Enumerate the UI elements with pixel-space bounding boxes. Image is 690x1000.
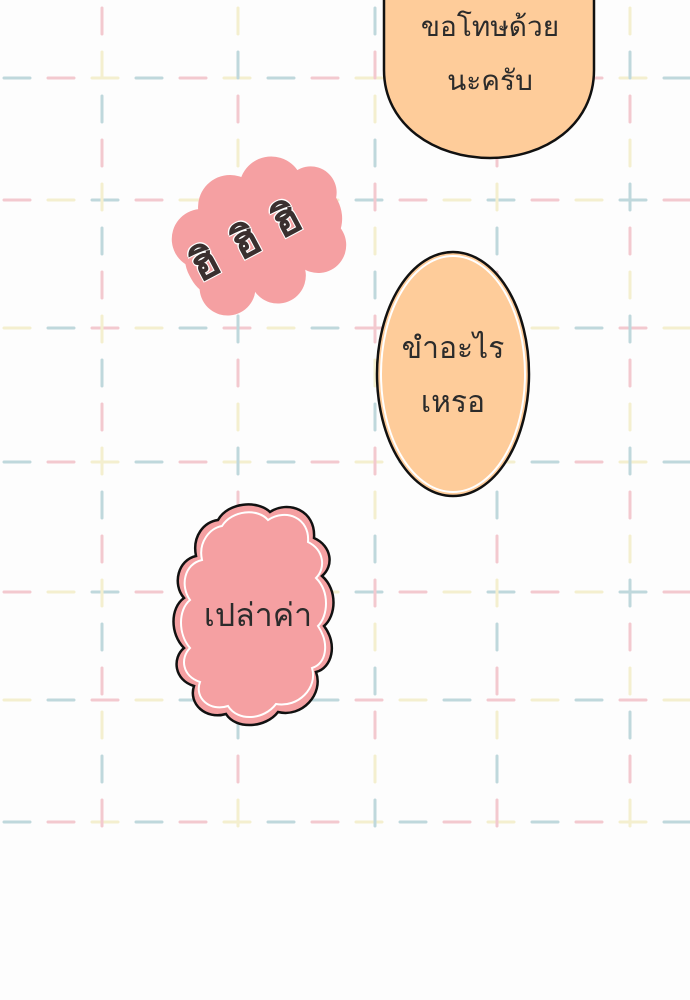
speech-bubble-apology-shape bbox=[382, 0, 596, 160]
speech-bubble-apology bbox=[382, 0, 596, 160]
apology-line-1: ขอโทษด้วย bbox=[420, 10, 560, 43]
speech-bubble-question bbox=[375, 250, 531, 498]
speech-bubble-reply bbox=[172, 503, 335, 727]
laugh-bubble bbox=[171, 156, 347, 316]
question-line-2: เหรอ bbox=[420, 385, 486, 420]
question-line-1: ขำอะไร bbox=[401, 331, 505, 366]
speech-bubble-apology-text: ขอโทษด้วย นะครับ bbox=[390, 0, 590, 108]
apology-line-2: นะครับ bbox=[447, 64, 533, 97]
speech-bubble-question-shape bbox=[375, 250, 531, 498]
speech-bubble-question-text: ขำอะไร เหรอ bbox=[374, 322, 532, 430]
speech-bubble-reply-text: เปล่าค่า bbox=[203, 596, 313, 634]
speech-bubble-reply-shape bbox=[172, 503, 335, 727]
